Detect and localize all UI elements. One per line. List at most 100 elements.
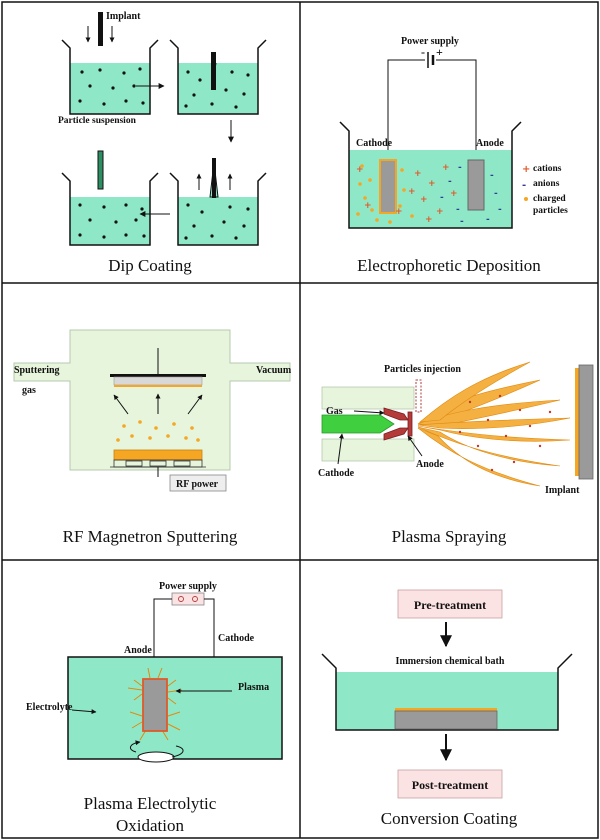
epd-legend-anions: anions [533,179,560,189]
panel-plasma-spraying: Particles injection [318,361,594,546]
dip-beaker-4 [61,150,159,246]
ps-torch [321,386,415,462]
rf-target-holder [110,374,206,377]
dip-suspension-label: Particle suspension [58,116,137,126]
cc-pre-label: Pre-treatment [414,598,486,612]
peo-wires [153,598,215,678]
ps-spray-particles [458,394,552,472]
svg-text:-: - [448,177,452,187]
peo-title-line2: Oxidation [116,816,184,835]
rf-vacuum-chamber [13,329,291,471]
cc-substrate-coating [395,708,497,711]
epd-legend-cations: cations [533,164,562,174]
cc-post-label: Post-treatment [412,778,488,792]
svg-text:+: + [408,187,416,197]
svg-text:+: + [395,207,403,217]
rf-sputter-arrows [113,393,203,415]
svg-text:+: + [450,189,458,199]
dip-beaker-2 [169,39,267,115]
peo-electrolyte-arrow [71,709,97,715]
cc-pre-treatment-box: Pre-treatment [397,589,503,619]
dip-beaker-3 [169,158,267,246]
rf-substrate [113,449,203,461]
svg-text:+: + [356,165,364,175]
ps-injector [415,379,422,413]
svg-text:-: - [456,205,460,215]
rf-target [113,376,203,386]
peo-anode-label: Anode [124,645,152,656]
peo-cathode-label: Cathode [218,633,255,644]
svg-text:-: - [498,205,502,215]
svg-text:-: - [522,180,526,191]
epd-legend: + - cations anions charged particles [522,164,568,216]
peo-plasma-sparks [127,667,183,741]
panel-rf-magnetron-sputtering: RF power Sputtering gas Vacuum RF Magnet… [13,329,292,546]
dip-implant-rod-1 [85,12,115,46]
peo-anode-sample [142,678,168,732]
epd-wires [387,52,477,160]
dip-title: Dip Coating [108,256,192,275]
svg-text:-: - [486,215,490,225]
rf-title: RF Magnetron Sputtering [63,527,238,546]
svg-text:-: - [440,193,444,203]
epd-power-label: Power supply [401,36,459,47]
rf-gas-label: gas [22,385,36,396]
ps-title: Plasma Spraying [392,527,507,546]
ps-injection-label: Particles injection [384,364,461,375]
cc-substrate [394,710,498,730]
svg-text:+: + [420,195,428,205]
dip-particles [78,67,250,240]
svg-text:+: + [414,169,422,179]
panel-dip-coating: Implant [58,11,267,275]
peo-title-line1: Plasma Electrolytic [84,794,217,813]
rf-sputtering-label: Sputtering [14,365,60,376]
ps-gas-label: Gas [326,406,343,417]
svg-text:+: + [436,207,444,217]
svg-text:-: - [494,189,498,199]
epd-legend-charged: charged [533,194,566,204]
rf-target-coating [114,385,202,387]
ps-anode-nozzle [383,407,413,441]
rf-power-box: RF power [157,467,227,492]
panel-conversion-coating: Pre-treatment Immersion chemical bath Po… [321,589,573,828]
svg-text:+: + [425,215,433,225]
ps-implant [578,364,594,480]
epd-legend-particles: particles [533,206,568,216]
svg-text:-: - [460,217,464,227]
epd-particles: ++++ ++++ +++ ---- ---- - [356,163,502,227]
svg-text:-: - [458,163,462,173]
rf-vacuum-label: Vacuum [256,365,292,376]
ps-implant-coating [575,368,579,476]
ps-anode-arrow [407,435,423,457]
epd-cathode-label: Cathode [356,138,393,149]
cc-bath-label: Immersion chemical bath [396,656,505,667]
svg-text:+: + [364,201,372,211]
cc-post-treatment-box: Post-treatment [397,769,503,799]
ps-cathode-arrow [337,433,344,465]
peo-stirrer [130,740,184,763]
panel-plasma-electrolytic-oxidation: Power supply Anode Cathode [26,581,283,835]
peo-electrolyte-label: Electrolyte [26,702,73,713]
epd-title: Electrophoretic Deposition [357,256,541,275]
ps-anode-label: Anode [416,459,444,470]
rf-power-label: RF power [176,479,219,490]
cc-title: Conversion Coating [381,809,518,828]
svg-text:+: + [428,179,436,189]
peo-bath [67,656,283,760]
epd-anode-label: Anode [476,138,504,149]
svg-text:-: - [490,171,494,181]
epd-beaker [339,121,522,229]
svg-text:+: + [522,164,530,175]
ps-gas-arrow [353,410,385,416]
ps-spray-plume [417,361,571,487]
ps-cathode-label: Cathode [318,468,355,479]
peo-plasma-label: Plasma [238,682,269,693]
dip-implant-label: Implant [106,11,141,22]
svg-text:+: + [442,163,450,173]
panel-electrophoretic-deposition: Power supply - + Cathode Anode ++++ ++++ [339,36,568,275]
epd-plus-sign: + [436,45,443,59]
peo-power-supply [171,592,205,606]
peo-power-label: Power supply [159,581,217,592]
